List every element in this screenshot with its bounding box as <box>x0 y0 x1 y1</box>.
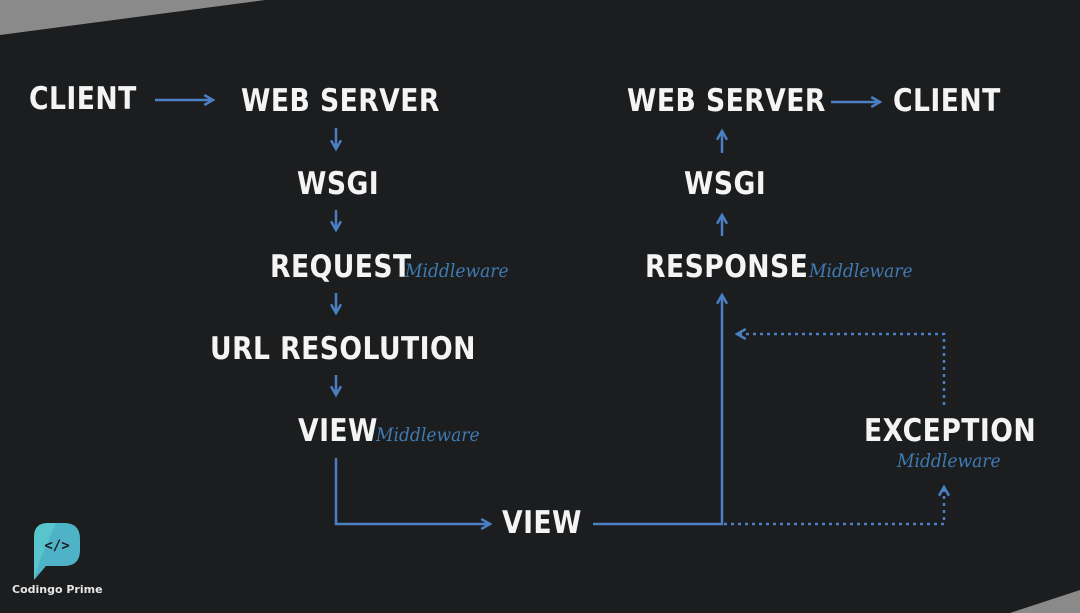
response-node: RESPONSE <box>645 249 809 285</box>
view-middleware-label: Middleware <box>376 424 480 446</box>
exception-node: EXCEPTION <box>864 413 1037 449</box>
brand-name: Codingo Prime <box>12 583 103 596</box>
url-resolution-node: URL RESOLUTION <box>210 331 476 367</box>
code-speech-bubble-icon: </> <box>34 523 80 580</box>
exception-middleware-label: Middleware <box>897 450 1001 472</box>
arrow-bottom-view-to-response <box>593 292 729 526</box>
dotted-arrow-view-to-exception <box>724 484 951 526</box>
client-node: CLIENT <box>29 81 137 117</box>
response-wsgi-node: WSGI <box>684 166 767 202</box>
response-middleware-label: Middleware <box>809 260 913 282</box>
view-node: VIEW <box>298 413 378 449</box>
request-node: REQUEST <box>270 249 412 285</box>
svg-text:</>: </> <box>44 538 69 554</box>
wsgi-node: WSGI <box>297 166 380 202</box>
arrow-view-to-bottom-view <box>334 458 493 531</box>
request-middleware-label: Middleware <box>405 260 509 282</box>
response-client-node: CLIENT <box>893 83 1001 119</box>
response-web-server-node: WEB SERVER <box>627 83 826 119</box>
web-server-node: WEB SERVER <box>241 83 440 119</box>
bottom-view-node: VIEW <box>502 505 582 541</box>
dotted-arrow-exception-to-response <box>734 327 946 405</box>
